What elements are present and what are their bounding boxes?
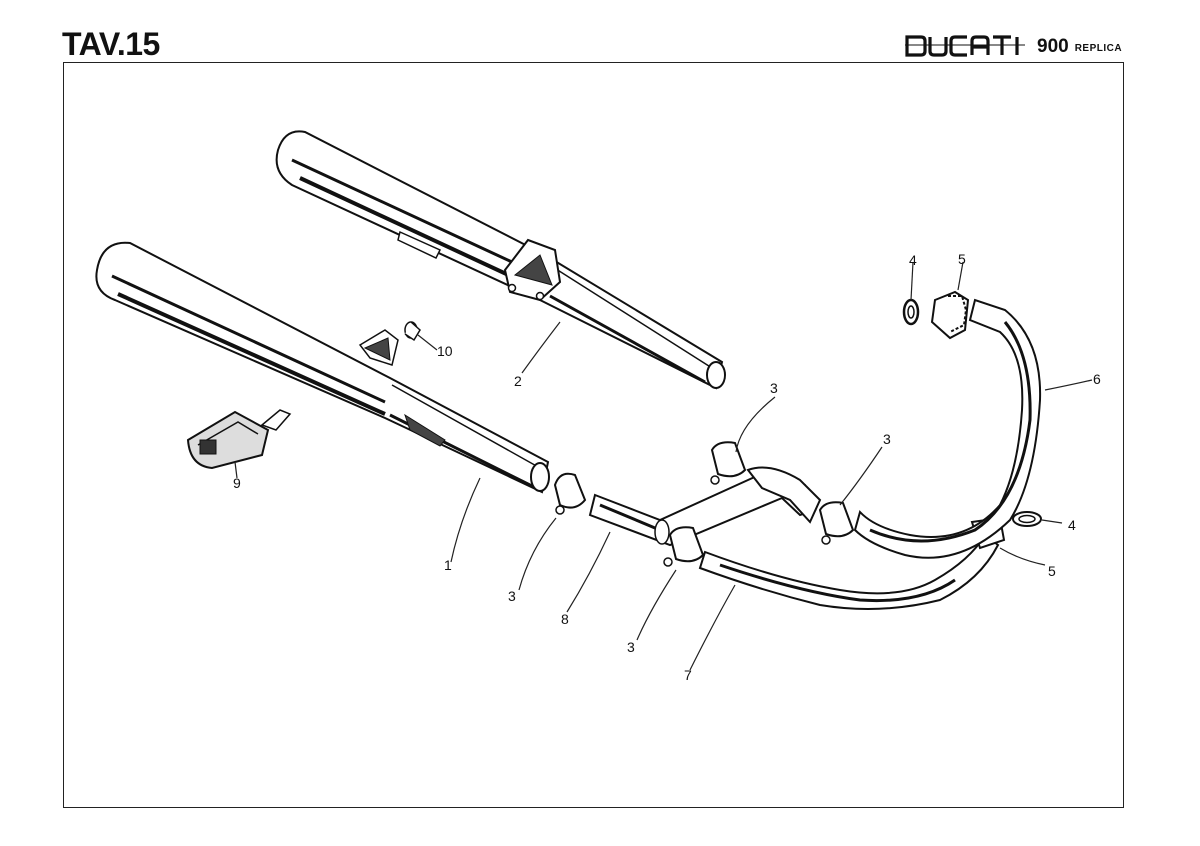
callout-3-a: 3 bbox=[508, 588, 516, 604]
callout-5-upper: 5 bbox=[958, 251, 966, 267]
gasket-part-4-upper bbox=[902, 298, 920, 326]
callout-9: 9 bbox=[233, 475, 241, 491]
callout-8: 8 bbox=[561, 611, 569, 627]
callout-3-b: 3 bbox=[770, 380, 778, 396]
leader-lines bbox=[234, 261, 1093, 671]
callouts: 1 2 3 3 3 3 4 4 5 5 6 7 8 9 10 bbox=[233, 251, 1101, 683]
clamp-part-3-a bbox=[553, 472, 587, 515]
callout-6: 6 bbox=[1093, 371, 1101, 387]
spacer-part-10 bbox=[404, 321, 421, 342]
part-9-component bbox=[186, 409, 292, 470]
callout-3-c: 3 bbox=[883, 431, 891, 447]
brand-header: 900 REPLICA bbox=[905, 34, 1122, 58]
callout-3-d: 3 bbox=[627, 639, 635, 655]
callout-7: 7 bbox=[684, 667, 692, 683]
model-number: 900 bbox=[1037, 36, 1069, 57]
callout-5-lower: 5 bbox=[1048, 563, 1056, 579]
crossover-pipe-part-8 bbox=[588, 466, 822, 547]
silencer-upper bbox=[275, 130, 726, 390]
plate-number: TAV.15 bbox=[62, 26, 160, 62]
silencer-lower bbox=[95, 241, 550, 494]
callout-4-upper: 4 bbox=[909, 252, 917, 268]
callout-10: 10 bbox=[437, 343, 453, 359]
header-pipe-part-6 bbox=[853, 290, 1042, 559]
clamp-part-3-b bbox=[710, 441, 747, 485]
callout-1: 1 bbox=[444, 557, 452, 573]
clamp-part-3-c bbox=[818, 501, 855, 545]
gasket-part-4-lower bbox=[1012, 511, 1042, 527]
ducati-logo bbox=[905, 35, 1025, 57]
clamp-part-3-d bbox=[663, 526, 705, 567]
callout-2: 2 bbox=[514, 373, 522, 389]
model-edition: REPLICA bbox=[1074, 43, 1123, 54]
diagram-frame bbox=[63, 62, 1124, 808]
callout-4-lower: 4 bbox=[1068, 517, 1076, 533]
